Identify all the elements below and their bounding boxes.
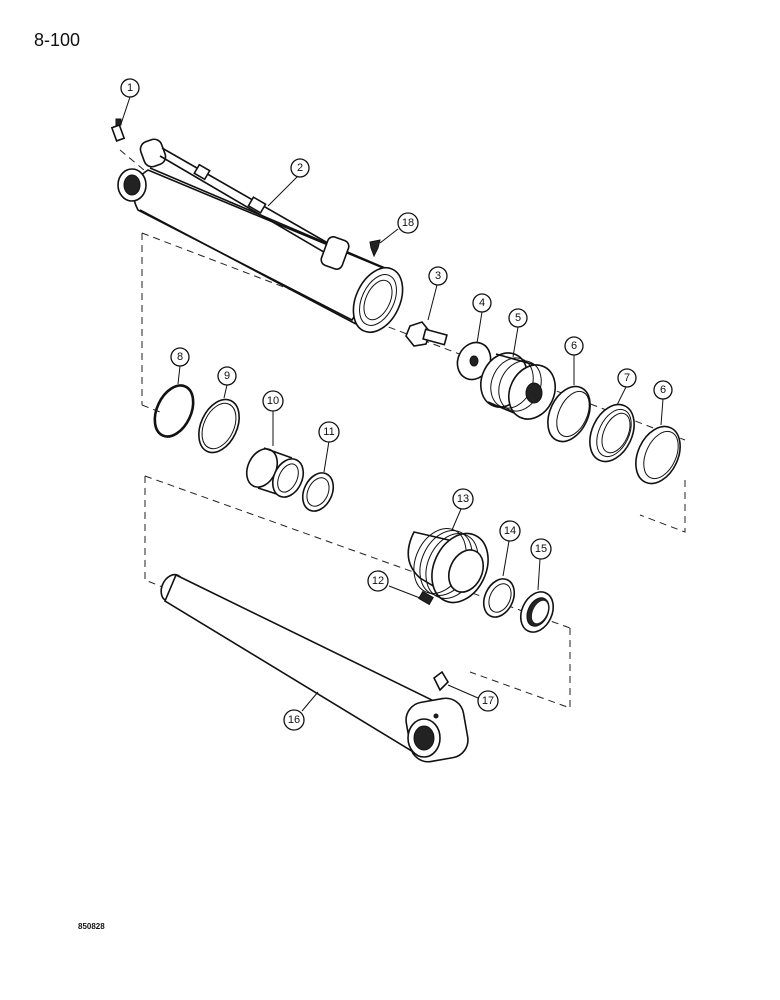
- callout-2-label: 2: [297, 162, 303, 174]
- callout-18: 18: [397, 212, 419, 234]
- callout-14: 14: [499, 520, 521, 542]
- wiper-ring: [301, 472, 335, 512]
- callout-8: 8: [170, 347, 190, 367]
- cylinder-barrel: [117, 138, 404, 333]
- grease-fitting-elbow: [432, 670, 450, 692]
- callout-17-label: 17: [482, 695, 494, 707]
- leader-lines: [120, 96, 664, 712]
- callout-11: 11: [318, 421, 340, 443]
- callout-4: 4: [472, 293, 492, 313]
- callout-10-label: 10: [267, 395, 279, 407]
- callout-15-label: 15: [535, 543, 547, 555]
- bushing: [245, 447, 305, 498]
- bolt: [405, 321, 448, 347]
- callout-16-label: 16: [288, 714, 300, 726]
- callout-5-label: 5: [515, 312, 521, 324]
- callout-18-label: 18: [402, 217, 414, 229]
- piston-seal: [589, 403, 635, 463]
- callout-15: 15: [530, 538, 552, 560]
- rod-wiper: [519, 591, 555, 633]
- callout-1-label: 1: [127, 82, 133, 94]
- page-number: 8-100: [34, 30, 81, 50]
- callout-1: 1: [120, 78, 140, 98]
- callout-3-label: 3: [435, 270, 441, 282]
- callout-10: 10: [262, 390, 284, 412]
- callout-4-label: 4: [479, 297, 485, 309]
- callout-9-label: 9: [224, 370, 230, 382]
- callout-6-first: 6: [564, 336, 584, 356]
- set-screw: [418, 590, 434, 606]
- callout-14-label: 14: [504, 525, 516, 537]
- callout-6-second-label: 6: [660, 384, 666, 396]
- callout-6-second: 6: [653, 380, 673, 400]
- piston: [480, 352, 556, 420]
- callout-12: 12: [367, 570, 389, 592]
- backup-ring: [198, 398, 240, 454]
- callout-9: 9: [217, 366, 237, 386]
- callout-7: 7: [617, 368, 637, 388]
- drawing-code: 850828: [78, 922, 105, 931]
- screw: [369, 239, 381, 258]
- callout-17: 17: [477, 690, 499, 712]
- callout-6-first-label: 6: [571, 340, 577, 352]
- gland: [407, 528, 489, 604]
- o-ring: [153, 384, 195, 438]
- callout-5: 5: [508, 308, 528, 328]
- callout-12-label: 12: [372, 575, 384, 587]
- grease-fitting-top: [110, 118, 126, 142]
- callout-16: 16: [283, 709, 305, 731]
- callout-8-label: 8: [177, 351, 183, 363]
- callout-3: 3: [428, 266, 448, 286]
- wear-ring-b: [635, 425, 681, 485]
- callout-11-label: 11: [323, 426, 334, 438]
- rod-seal: [482, 578, 516, 618]
- piston-rod: [160, 573, 469, 763]
- wear-ring-a: [547, 385, 591, 443]
- callout-13-label: 13: [457, 493, 469, 505]
- callout-2: 2: [290, 158, 310, 178]
- callout-13: 13: [452, 488, 474, 510]
- callout-7-label: 7: [624, 372, 630, 384]
